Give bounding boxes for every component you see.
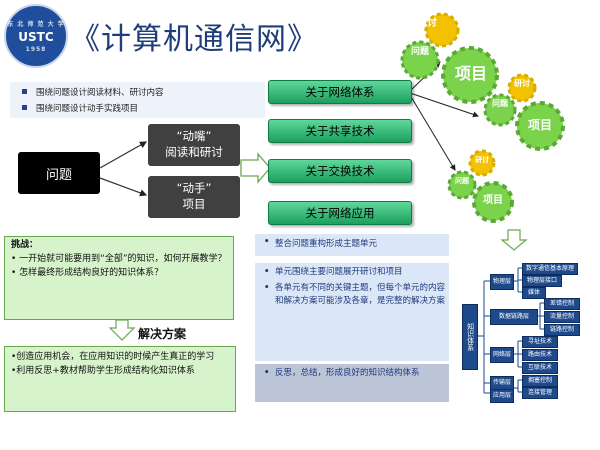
summary-units: 单元围绕主要问题展开研讨和项目 各单元有不同的关键主题，但每个单元的内容和解决方… (255, 263, 449, 361)
university-logo: 东 北 师 范 大 学 USTC 1958 (4, 4, 68, 68)
solutions-box: •创造应用机会，在应用知识的时候产生真正的学习 •利用反思+教材帮助学生形成结构… (4, 346, 236, 412)
design-bullets: 围绕问题设计阅读材料、研讨内容 围绕问题设计动手实践项目 (10, 82, 265, 118)
gear1-medium-label: 问题 (410, 47, 429, 57)
challenge-box: 挑战： • 一开始就可能要用到“全部”的知识，如何开展教学？ • 怎样最终形成结… (4, 236, 234, 320)
practice-project-box: “动手” 项目 (148, 176, 240, 218)
tree-leaf: 路由技术 (522, 349, 558, 361)
slide-title: 《计算机通信网》 (70, 22, 318, 57)
tree-layer-physical: 物理层 (490, 274, 514, 290)
solution-label: 解决方案 (138, 327, 187, 341)
topic-network-applications: 关于网络应用 (268, 201, 412, 225)
tree-leaf: 连接管理 (522, 387, 558, 399)
solution-item: •创造应用机会，在应用知识的时候产生真正的学习 (11, 352, 215, 362)
gear2-medium-label: 问题 (492, 99, 508, 108)
gear3-small-label: 研讨 (475, 156, 489, 164)
tree-leaf: 寻址技术 (522, 336, 558, 348)
gear-clusters (400, 12, 565, 223)
gear3-medium-label: 问题 (455, 177, 469, 185)
reading-discussion-box: “动嘴” 阅读和研讨 (148, 124, 240, 166)
tree-layer-datalink: 数据链路层 (490, 309, 538, 325)
tree-leaf: 流量控制 (544, 311, 580, 323)
tree-leaf: 链路控制 (544, 324, 580, 336)
gear3-big-label: 项目 (483, 195, 503, 206)
solution-item: •利用反思+教材帮助学生形成结构化知识体系 (11, 366, 195, 377)
logo-top-text: 东 北 师 范 大 学 (7, 21, 65, 28)
gear-cluster-3 (447, 149, 514, 223)
summary-item: 单元围绕主要问题展开研讨和项目 (259, 266, 445, 279)
challenge-item: • 一开始就可能要用到“全部”的知识，如何开展教学？ (11, 253, 227, 264)
logo-bottom-text: 1958 (25, 46, 47, 53)
tree-leaf: 媒体 (522, 287, 546, 299)
summary-item: 反思，总结，形成良好的知识结构体系 (259, 367, 445, 380)
tree-leaf: 拥塞控制 (522, 375, 558, 387)
summary-item: 各单元有不同的关键主题，但每个单元的内容和解决方案可能涉及各章，是完整的解决方案 (259, 282, 445, 308)
gear2-big-label: 项目 (527, 118, 552, 132)
tree-leaf: 数字通信基本原理 (522, 263, 578, 275)
topic-sharing-technology: 关于共享技术 (268, 119, 412, 143)
tree-layer-transport: 传输层 (490, 376, 514, 390)
gear-cluster-1 (400, 12, 499, 104)
logo-mid-text: USTC (18, 30, 54, 44)
tree-leaf: 物理层接口 (522, 275, 562, 287)
topic-network-architecture: 关于网络体系 (268, 80, 412, 104)
tree-layer-network: 网络层 (490, 347, 514, 363)
tree-root: 知识体系 (462, 304, 478, 370)
topic-switching-technology: 关于交换技术 (268, 159, 412, 183)
tree-leaf: 互联技术 (522, 362, 558, 374)
summary-integration: 整合问题重构形成主题单元 (255, 234, 449, 256)
challenge-item: • 怎样最终形成结构良好的知识体系？ (11, 267, 164, 278)
summary-reflection: 反思，总结，形成良好的知识结构体系 (255, 364, 449, 402)
challenge-heading: 挑战： (11, 240, 39, 250)
gear-cluster-2 (483, 73, 565, 151)
problem-box: 问题 (18, 152, 100, 194)
gear1-small-label: 研讨 (417, 18, 437, 29)
tree-layer-application: 应用层 (490, 389, 514, 403)
tree-leaf: 差错控制 (544, 298, 580, 310)
bullet-item: 围绕问题设计动手实践项目 (22, 102, 265, 114)
bullet-item: 围绕问题设计阅读材料、研讨内容 (22, 86, 265, 98)
summary-item: 整合问题重构形成主题单元 (259, 237, 445, 249)
gear1-big-label: 项目 (454, 64, 487, 83)
gear2-small-label: 研讨 (514, 79, 530, 88)
